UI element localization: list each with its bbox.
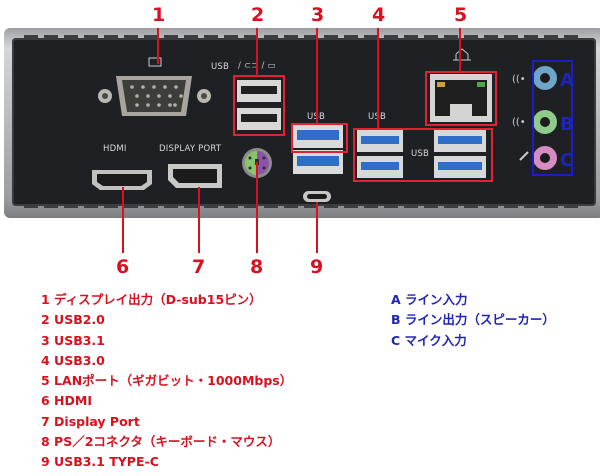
callout-line-7 <box>198 187 200 253</box>
callout-line-9 <box>316 202 318 253</box>
callout-7: 7 <box>192 256 206 278</box>
hdmi-silk-label: HDMI <box>103 144 127 154</box>
displayport-port <box>168 164 222 188</box>
callout-line-3 <box>316 28 318 123</box>
callout-line-8 <box>256 162 258 253</box>
usb2-silk-label: USB <box>211 62 230 72</box>
svg-text:((•: ((• <box>512 117 526 128</box>
callout-1: 1 <box>152 4 166 26</box>
legend-item: 8 PS／2コネクタ（キーボード・マウス） <box>41 434 281 450</box>
usb2-highlight <box>233 75 285 136</box>
legend-item: C マイク入力 <box>391 332 467 348</box>
legend-item: 5 LANポート（ギガビット・1000Mbps） <box>41 373 293 389</box>
usb30-mid-silk-label: USB <box>411 149 430 159</box>
legend-item: 3 USB3.1 <box>41 332 105 348</box>
callout-line-5 <box>459 28 461 72</box>
audio-jacks: ((• ((• <box>512 66 557 170</box>
callout-8: 8 <box>250 256 264 278</box>
svg-text:((•: ((• <box>512 74 526 85</box>
callout-2: 2 <box>251 4 265 26</box>
legend-item: 4 USB3.0 <box>41 352 105 368</box>
legend-item: 9 USB3.1 TYPE-C <box>41 454 159 470</box>
usb30-ports <box>357 130 486 178</box>
audio-label-b: B <box>560 114 574 135</box>
usb30-highlight <box>353 128 493 182</box>
callout-line-2 <box>256 28 258 76</box>
callout-4: 4 <box>372 4 386 26</box>
usb-typec-port <box>303 191 331 202</box>
audio-label-c: C <box>560 150 574 171</box>
callout-6: 6 <box>116 256 130 278</box>
lan-highlight <box>425 71 497 126</box>
audio-highlight <box>532 60 573 176</box>
callout-9: 9 <box>310 256 324 278</box>
usb31-silk-label: USB <box>307 112 325 122</box>
audio-label-a: A <box>560 70 574 91</box>
callout-line-1 <box>157 28 159 64</box>
lan-port <box>430 48 492 122</box>
legend-item: 6 HDMI <box>41 393 92 409</box>
legend-item: 7 Display Port <box>41 413 140 429</box>
hdmi-port <box>92 170 152 190</box>
legend-item: 1 ディスプレイ出力（D-sub15ピン） <box>41 292 262 307</box>
usb30-silk-label: USB <box>368 112 386 122</box>
port-legend: 1 ディスプレイ出力（D-sub15ピン） 2 USB2.0 3 USB3.1 … <box>41 290 292 473</box>
usb31-ports <box>293 124 343 174</box>
legend-item: B ライン出力（スピーカー） <box>391 312 555 328</box>
audio-legend: A ライン入力 B ライン出力（スピーカー） C マイク入力 <box>391 290 555 351</box>
vga-port <box>98 57 211 116</box>
callout-line-4 <box>377 28 379 128</box>
usb2-ports <box>237 80 281 130</box>
callout-5: 5 <box>454 4 468 26</box>
legend-item: A ライン入力 <box>391 292 468 307</box>
usb31-highlight <box>291 123 348 153</box>
dp-silk-label: DISPLAY PORT <box>159 144 222 154</box>
legend-item: 2 USB2.0 <box>41 312 105 328</box>
io-panel: ((• ((• USB / ⊂⊃ / ▭ USB USB USB HDMI DI… <box>4 24 600 220</box>
panel-art: ((• ((• <box>24 35 584 208</box>
callout-3: 3 <box>311 4 325 26</box>
callout-line-6 <box>122 187 124 253</box>
